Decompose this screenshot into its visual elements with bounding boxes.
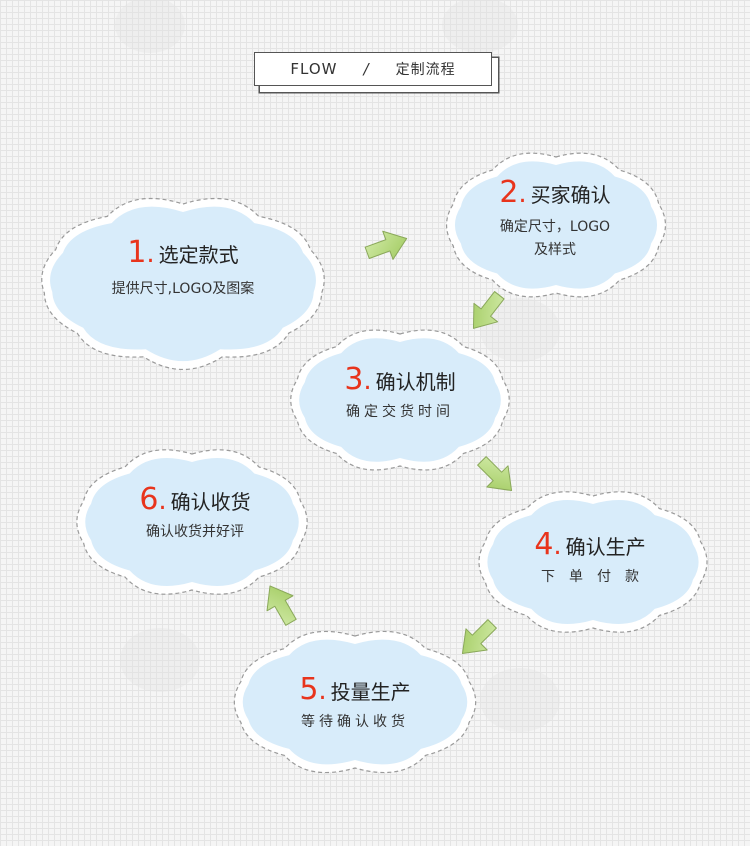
step-3-title: 确认机制 bbox=[375, 370, 456, 394]
flow-arrow-icon-5 bbox=[266, 585, 297, 626]
step-5: 5 . 投量生产 等待确认收货 bbox=[270, 675, 440, 733]
cloud-1 bbox=[41, 197, 325, 371]
cloud-3 bbox=[290, 329, 510, 471]
step-4-dot: . bbox=[553, 531, 562, 561]
step-6-number: 6 bbox=[139, 482, 159, 517]
title-separator: / bbox=[363, 60, 370, 78]
step-5-number: 5 bbox=[299, 672, 319, 707]
step-1-dot: . bbox=[146, 239, 155, 269]
step-3: 3 . 确认机制 确定交货时间 bbox=[315, 365, 485, 423]
step-5-title: 投量生产 bbox=[330, 680, 411, 704]
step-2-dot: . bbox=[518, 179, 527, 209]
step-4-desc: 下单付款 bbox=[541, 569, 653, 585]
step-2-desc-line-2: 及样式 bbox=[534, 242, 576, 258]
step-1-desc: 提供尺寸,LOGO及图案 bbox=[111, 281, 255, 297]
flow-arrow-icon-4 bbox=[461, 619, 497, 655]
step-2: 2 . 买家确认 确定尺寸，LOGO 及样式 bbox=[470, 178, 640, 262]
step-6: 6 . 确认收货 确认收货并好评 bbox=[105, 485, 285, 543]
cloud-5 bbox=[233, 630, 477, 774]
step-1: 1 . 选定款式 提供尺寸,LOGO及图案 bbox=[68, 238, 298, 300]
step-5-dot: . bbox=[318, 676, 327, 706]
step-4-number: 4 bbox=[534, 527, 554, 562]
step-2-title: 买家确认 bbox=[530, 183, 611, 207]
cloud-2 bbox=[445, 152, 667, 298]
step-1-number: 1 bbox=[127, 235, 147, 270]
step-5-desc: 等待确认收货 bbox=[301, 714, 409, 730]
step-4: 4 . 确认生产 下单付款 bbox=[500, 530, 680, 588]
step-1-title: 选定款式 bbox=[158, 243, 239, 267]
cloud-4 bbox=[478, 491, 708, 633]
step-6-desc: 确认收货并好评 bbox=[146, 524, 244, 540]
step-3-dot: . bbox=[363, 366, 372, 396]
title-cn: 定制流程 bbox=[395, 62, 456, 78]
title-en: FLOW bbox=[290, 60, 338, 78]
step-6-dot: . bbox=[158, 486, 167, 516]
flow-title-box: FLOW / 定制流程 bbox=[254, 52, 492, 86]
step-3-number: 3 bbox=[344, 362, 364, 397]
step-4-title: 确认生产 bbox=[565, 535, 646, 559]
cloud-6 bbox=[76, 449, 308, 595]
step-2-desc-line-1: 确定尺寸，LOGO bbox=[499, 219, 611, 235]
step-6-title: 确认收货 bbox=[170, 490, 251, 514]
step-3-desc: 确定交货时间 bbox=[346, 404, 454, 420]
step-2-number: 2 bbox=[499, 175, 519, 210]
flow-arrow-icon-2 bbox=[472, 291, 505, 329]
flow-arrow-icon-1 bbox=[364, 230, 408, 260]
flow-arrow-icon-3 bbox=[477, 456, 513, 492]
